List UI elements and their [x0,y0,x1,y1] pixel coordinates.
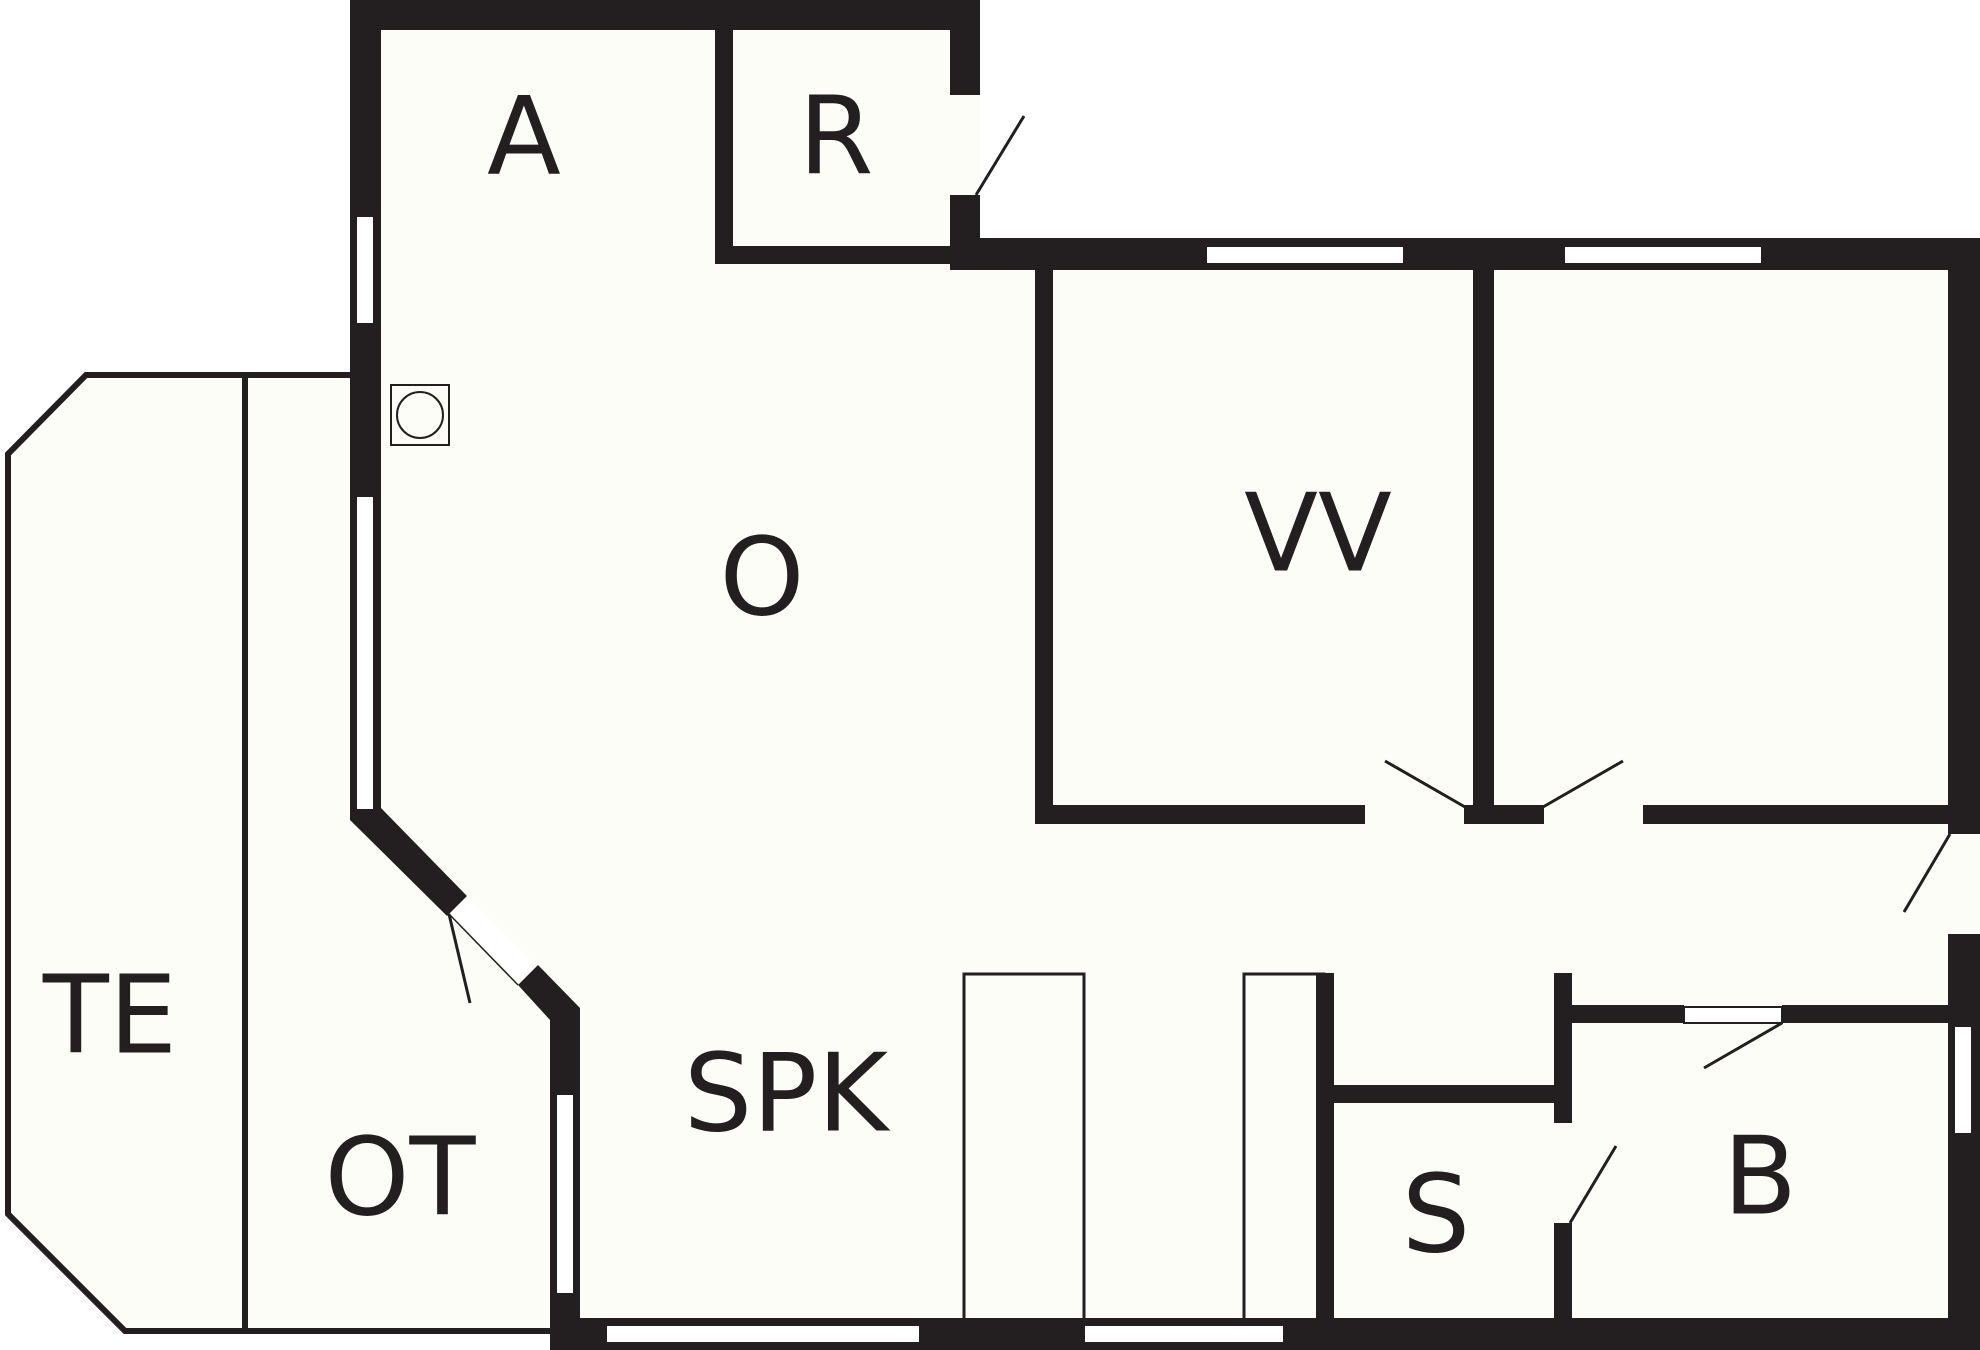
wall-s-top [1316,1085,1556,1103]
cabinet-left [962,972,1086,1322]
wall-diagonal-upper [350,808,467,916]
terrace-outline [5,372,550,1334]
door-opening [1544,805,1643,824]
room-label-b: B [1723,1115,1797,1240]
door-swing-icon [1542,759,1624,809]
door-swing-icon [974,115,1026,196]
room-label-s: S [1402,1153,1471,1278]
wall-top [350,0,980,30]
window-icon [1083,1324,1285,1344]
room-labels: A R O VV TE OT SPK S B [42,75,1797,1278]
cabinet-right [1242,972,1326,1322]
door-opening [1365,805,1464,824]
door-opening [1554,1123,1572,1223]
door-swings [447,115,1952,1224]
wall-bedroom-bottom-b [1464,805,1544,824]
wall-bedroom-left [1035,258,1053,824]
window-icon [355,215,375,325]
wall-right [1948,238,1980,1350]
thin-walls [5,372,550,1334]
door-swing-icon [1568,1145,1618,1224]
window-icon [1683,1006,1783,1024]
terrace-floor [8,375,242,1331]
fireplace-icon [390,384,450,446]
windows [355,215,1973,1344]
window-icon [555,1093,575,1295]
room-label-r: R [798,75,873,200]
room-label-vv: VV [1244,472,1392,597]
door-openings [950,95,1980,1223]
wall-bedroom-divider [1473,258,1494,824]
bedroom-right-floor [1494,270,1948,805]
window-icon [1953,1025,1973,1135]
wall-b-top-right [1782,1005,1952,1023]
window-icon [605,1324,921,1344]
window-icon [355,495,375,811]
door-swing-icon [1384,759,1466,809]
wall-entry-right-top [950,0,980,95]
entry-door-opening [950,95,980,195]
door-swing-icon [447,913,472,1004]
door-swing-icon [1902,833,1952,913]
bedroom-left-floor [1053,270,1473,805]
wall-r-bottom [715,246,951,264]
wall-s-b-upper [1554,973,1572,1123]
wall-diagonal-lower [518,965,580,1020]
door-swing-icon [448,913,519,986]
door-opening [1948,834,1980,934]
room-label-spk: SPK [684,1032,892,1157]
wall-s-b-lower [1554,1223,1572,1333]
open-terrace-floor [242,375,550,1331]
door-swing-icon [1703,1021,1783,1070]
room-label-ot: OT [325,1116,477,1241]
wall-bedroom-bottom-c [1643,805,1948,824]
room-label-te: TE [42,954,177,1079]
wall-bedrooms-top [950,238,1980,270]
window-icon [1205,245,1405,265]
cabinets [962,972,1326,1322]
window-icon [1563,245,1763,265]
wall-bedroom-bottom-a [1035,805,1365,824]
wall-b-top-left [1554,1005,1684,1023]
room-label-a: A [487,75,561,200]
wall-a-r [715,28,733,264]
room-label-o: O [719,516,804,641]
